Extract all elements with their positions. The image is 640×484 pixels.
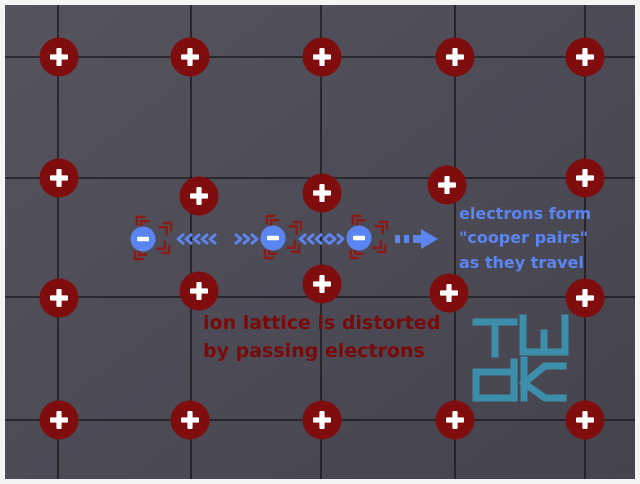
distortion-chevron-icon <box>288 220 303 235</box>
ion-plus-icon <box>170 37 210 77</box>
ion-plus-icon <box>39 37 79 77</box>
ion-plus-icon <box>435 37 475 77</box>
ion-plus-icon <box>565 400 605 440</box>
motion-chevron-icon <box>184 232 193 246</box>
ion-plus-icon <box>565 278 605 318</box>
ion-plus-icon <box>565 158 605 198</box>
ion-plus-icon <box>302 400 342 440</box>
motion-chevron-icon <box>200 232 209 246</box>
ion-lattice <box>39 37 605 440</box>
motion-chevron-icon <box>306 232 315 246</box>
motion-chevron-icon <box>208 232 217 246</box>
motion-chevron-icon <box>314 232 323 246</box>
cooper-caption-line-3: as they travel <box>459 253 584 272</box>
distortion-chevron-icon <box>286 239 301 254</box>
lattice-caption-line-2: by passing electrons <box>203 340 425 362</box>
forward-arrow-icon <box>395 229 438 249</box>
motion-chevron-icon <box>298 232 307 246</box>
ion-plus-icon <box>39 278 79 318</box>
motion-chevron-icon <box>322 232 331 246</box>
distortion-chevron-icon <box>265 214 280 229</box>
electron-minus-icon <box>130 226 156 252</box>
electron-minus-icon <box>346 225 372 251</box>
motion-chevron-icon <box>242 232 251 246</box>
ion-plus-icon <box>179 271 219 311</box>
motion-chevron-icon <box>250 232 259 246</box>
twdk-logo <box>472 314 569 402</box>
motion-arrows <box>176 229 438 249</box>
ion-plus-icon <box>435 400 475 440</box>
motion-chevron-icon <box>234 232 243 246</box>
distortion-chevron-icon <box>351 214 366 229</box>
ion-plus-icon <box>170 400 210 440</box>
ion-plus-icon <box>565 37 605 77</box>
ion-plus-icon <box>39 400 79 440</box>
motion-chevron-icon <box>176 232 185 246</box>
distortion-chevron-icon <box>374 220 389 235</box>
electrons <box>130 225 372 252</box>
electron-minus-icon <box>260 225 286 251</box>
ion-plus-icon <box>39 158 79 198</box>
ion-plus-icon <box>427 165 467 205</box>
ion-plus-icon <box>179 176 219 216</box>
ion-plus-icon <box>302 264 342 304</box>
ion-plus-icon <box>302 37 342 77</box>
distortion-chevron-icon <box>158 221 173 236</box>
cooper-caption-line-2: "cooper pairs" <box>459 228 588 247</box>
cooper-caption-line-1: electrons form <box>459 204 591 223</box>
distortion-chevron-icon <box>156 240 171 255</box>
distortion-chevron-icon <box>372 239 387 254</box>
lattice-caption-line-1: ion lattice is distorted <box>203 312 440 334</box>
motion-chevron-icon <box>328 232 337 246</box>
motion-chevron-icon <box>336 232 345 246</box>
ion-plus-icon <box>429 273 469 313</box>
motion-chevron-icon <box>192 232 201 246</box>
distortion-chevron-icon <box>135 215 150 230</box>
ion-plus-icon <box>302 173 342 213</box>
